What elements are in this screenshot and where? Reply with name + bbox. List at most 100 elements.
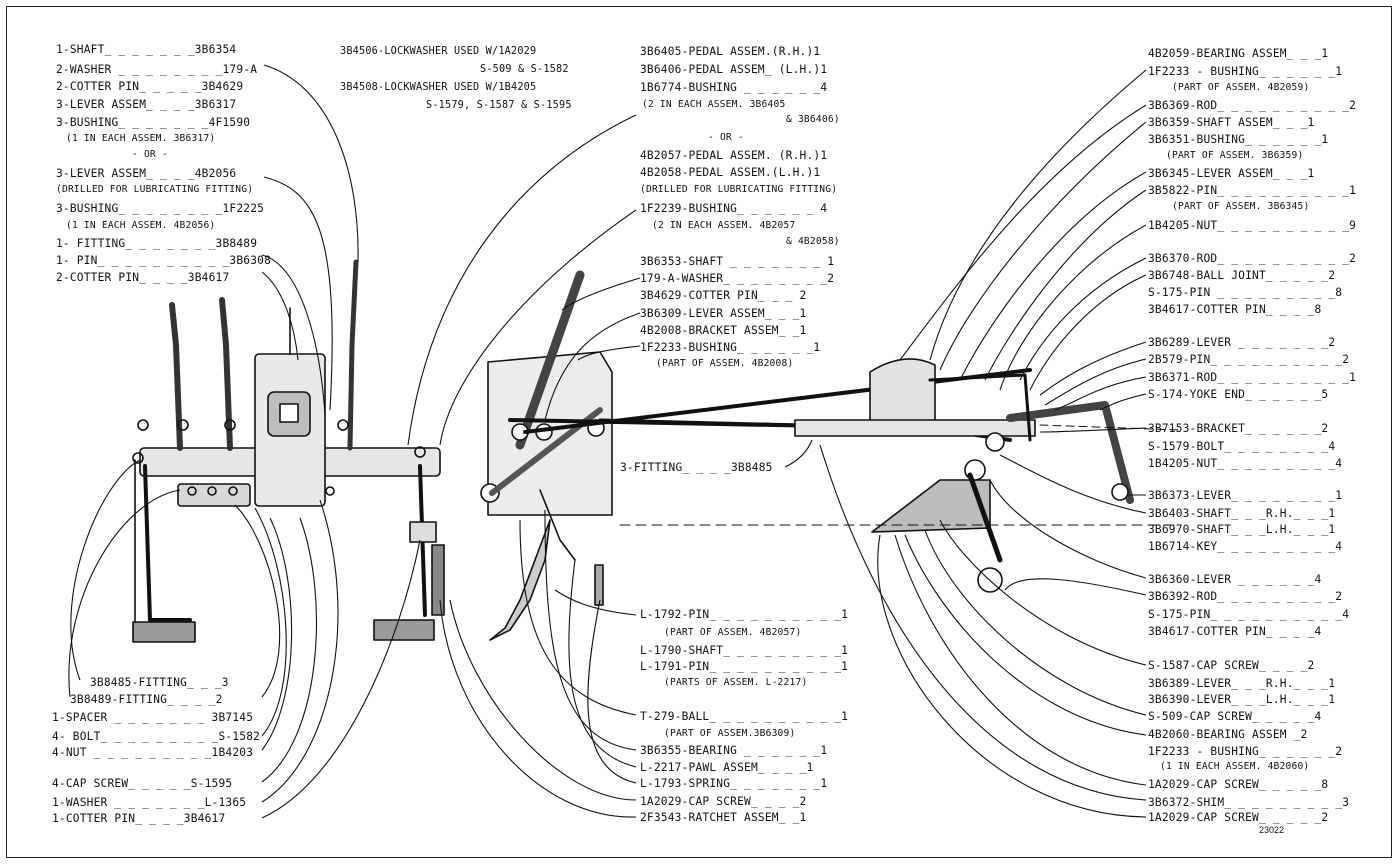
right-cross-shaft-assembly [619, 358, 1181, 593]
callout-center-mid: 1F2233-BUSHING_ _ _ _ _ _1 [640, 341, 821, 354]
callout-center-top: - OR - [708, 132, 744, 143]
callout-right: 1B4205-NUT_ _ _ _ _ _ _ _ _ _9 [1148, 219, 1357, 232]
callout-center-top: (DRILLED FOR LUBRICATING FITTING) [640, 184, 838, 195]
callout-right: 3B6389-LEVER_ _ _R.H._ _ _1 [1148, 677, 1336, 690]
lockwasher-note-2: S-509 & S-1582 [480, 64, 569, 75]
callout-left-bottom: 1-SPACER _ _ _ _ _ _ _ 3B7145 [52, 711, 254, 724]
callout-right: 3B4617-COTTER PIN_ _ _ _8 [1148, 303, 1322, 316]
callout-center-top: 4B2057-PEDAL ASSEM. (R.H.)1 [640, 149, 828, 162]
callout-center-top: 1F2239-BUSHING_ _ _ _ _ _ 4 [640, 202, 828, 215]
callout-center-bottom: L-1791-PIN_ _ _ _ _ _ _ _ _ _1 [640, 660, 849, 673]
callout-right: S-509-CAP SCREW_ _ _ _ _4 [1148, 710, 1322, 723]
callout-center-bottom: (PARTS OF ASSEM. L-2217) [664, 677, 808, 688]
callout-left-top: 2-COTTER PIN_ _ _ _ _3B4629 [56, 80, 244, 93]
callout-left-top: 3-LEVER ASSEM_ _ _ _3B6317 [56, 98, 237, 111]
callout-right: (PART OF ASSEM. 3B6359) [1166, 150, 1304, 161]
callout-center-top: 4B2058-PEDAL ASSEM.(L.H.)1 [640, 166, 821, 179]
callout-right: 3B6289-LEVER _ _ _ _ _ _ _2 [1148, 336, 1336, 349]
callout-left-top: (1 IN EACH ASSEM. 4B2056) [66, 220, 216, 231]
callout-center-bottom: 1A2029-CAP SCREW_ _ _ _2 [640, 795, 807, 808]
callout-right: 3B6370-ROD_ _ _ _ _ _ _ _ _ _2 [1148, 252, 1357, 265]
center-lever-assembly [480, 270, 1032, 641]
callout-center-bottom: L-1790-SHAFT_ _ _ _ _ _ _ _ _1 [640, 644, 849, 657]
callout-center-top: 3B6406-PEDAL ASSEM_ (L.H.)1 [640, 63, 828, 76]
callout-left-bottom: 1-COTTER PIN_ _ _ _3B4617 [52, 812, 226, 825]
callout-right: 3B6392-ROD_ _ _ _ _ _ _ _ _2 [1148, 590, 1343, 603]
callout-center-top: 1B6774-BUSHING _ _ _ _ _ _4 [640, 81, 828, 94]
lockwasher-note-4: S-1579, S-1587 & S-1595 [426, 100, 572, 111]
callout-left-bottom: 3B8485-FITTING_ _ _3 [90, 676, 229, 689]
callout-center-bottom: 2F3543-RATCHET ASSEM_ _1 [640, 811, 807, 824]
callout-right: 3B6403-SHAFT_ _ _R.H._ _ _1 [1148, 507, 1336, 520]
callout-right: 4B2060-BEARING ASSEM _2 [1148, 728, 1308, 741]
callout-center-bottom: L-1792-PIN_ _ _ _ _ _ _ _ _ _1 [640, 608, 849, 621]
callout-left-top: 3-BUSHING_ _ _ _ _ _ _4F1590 [56, 116, 251, 129]
callout-center-top: 3B6405-PEDAL ASSEM.(R.H.)1 [640, 45, 821, 58]
callout-left-top: 3-LEVER ASSEM_ _ _ _4B2056 [56, 167, 237, 180]
callout-center-top: (2 IN EACH ASSEM. 4B2057 [652, 220, 796, 231]
callout-right: 1A2029-CAP SCREW_ _ _ _ _8 [1148, 778, 1329, 791]
callout-left-bottom: 4- BOLT_ _ _ _ _ _ _ _ _S-1582 [52, 730, 261, 743]
diagram-border [6, 6, 1392, 858]
callout-center-top: (2 IN EACH ASSEM. 3B6405 [642, 99, 786, 110]
callout-right: 3B6345-LEVER ASSEM_ _ _1 [1148, 167, 1315, 180]
callout-right: S-1579-BOLT_ _ _ _ _ _ _ _4 [1148, 440, 1336, 453]
lockwasher-note-3: 3B4508-LOCKWASHER USED W/1B4205 [340, 82, 537, 93]
callout-right: 1A2029-CAP SCREW_ _ _ _ _2 [1148, 811, 1329, 824]
callout-center-bottom: L-1793-SPRING_ _ _ _ _ _ _1 [640, 777, 828, 790]
callout-right: S-174-YOKE END_ _ _ _ _ _5 [1148, 388, 1329, 401]
callout-right: 3B7153-BRACKET_ _ _ _ _ _2 [1148, 422, 1329, 435]
callout-right: 1B4205-NUT_ _ _ _ _ _ _ _ _4 [1148, 457, 1343, 470]
callout-center-bottom: (PART OF ASSEM. 4B2057) [664, 627, 802, 638]
callout-right: (1 IN EACH ASSEM. 4B2060) [1160, 761, 1310, 772]
callout-right: 3B6359-SHAFT ASSEM_ _ _1 [1148, 116, 1315, 129]
callout-right: 3B6373-LEVER_ _ _ _ _ _ _ _1 [1148, 489, 1343, 502]
callout-center-top: & 3B6406) [786, 114, 840, 125]
callout-right: 4B2059-BEARING ASSEM_ _ _1 [1148, 47, 1329, 60]
callout-right: 3B6369-ROD_ _ _ _ _ _ _ _ _ _2 [1148, 99, 1357, 112]
leader-lines [68, 64, 1147, 819]
callout-right: (PART OF ASSEM. 3B6345) [1172, 201, 1310, 212]
callout-left-bottom: 4-NUT _ _ _ _ _ _ _ _ _1B4203 [52, 746, 254, 759]
figure-number: 23022 [1259, 825, 1285, 835]
callout-left-top: 2-COTTER PIN_ _ _ _3B4617 [56, 271, 230, 284]
callout-right: 3B6371-ROD_ _ _ _ _ _ _ _ _ _1 [1148, 371, 1357, 384]
callout-center-mid: 3B6309-LEVER ASSEM_ _ _1 [640, 307, 807, 320]
callout-right: 1F2233 - BUSHING_ _ _ _ _ _1 [1148, 65, 1343, 78]
callout-left-top: (1 IN EACH ASSEM. 3B6317) [66, 133, 216, 144]
callout-left-top: (DRILLED FOR LUBRICATING FITTING) [56, 184, 254, 195]
callout-left-bottom: 4-CAP SCREW_ _ _ _ _S-1595 [52, 777, 233, 790]
callout-center-bottom: L-2217-PAWL ASSEM_ _ _ _1 [640, 761, 814, 774]
callout-center-bottom: T-279-BALL_ _ _ _ _ _ _ _ _ _1 [640, 710, 849, 723]
callout-right: 3B6390-LEVER_ _ _L.H._ _ _1 [1148, 693, 1336, 706]
callout-right: 3B6360-LEVER _ _ _ _ _ _4 [1148, 573, 1322, 586]
callout-left-top: 3-BUSHING_ _ _ _ _ _ _ _1F2225 [56, 202, 265, 215]
callout-right: 3B6351-BUSHING_ _ _ _ _ _1 [1148, 133, 1329, 146]
callout-center-mid: 3B6353-SHAFT _ _ _ _ _ _ _ 1 [640, 255, 835, 268]
callout-fitting: 3-FITTING_ _ _ _3B8485 [620, 461, 773, 474]
callout-center-mid: 179-A-WASHER_ _ _ _ _ _ _ _2 [640, 272, 835, 285]
callout-right: S-1587-CAP SCREW_ _ _ _2 [1148, 659, 1315, 672]
callout-center-mid: 3B4629-COTTER PIN_ _ _ 2 [640, 289, 807, 302]
callout-right: 3B5822-PIN_ _ _ _ _ _ _ _ _ _1 [1148, 184, 1357, 197]
callout-left-top: 2-WASHER _ _ _ _ _ _ _ _179-A [56, 63, 258, 76]
callout-left-bottom: 1-WASHER _ _ _ _ _ _ _L-1365 [52, 796, 247, 809]
callout-right: S-175-PIN _ _ _ _ _ _ _ _ _8 [1148, 286, 1343, 299]
callout-right: 3B6970-SHAFT_ _ _L.H._ _ _1 [1148, 523, 1336, 536]
left-pedal-assembly [132, 259, 445, 643]
callout-right: 3B6372-SHIM_ _ _ _ _ _ _ _ _3 [1148, 796, 1350, 809]
callout-center-bottom: (PART OF ASSEM.3B6309) [664, 728, 796, 739]
lockwasher-note-1: 3B4506-LOCKWASHER USED W/1A2029 [340, 46, 537, 57]
callout-right: 3B6748-BALL JOINT_ _ _ _ _2 [1148, 269, 1336, 282]
callout-center-bottom: 3B6355-BEARING _ _ _ _ _ _1 [640, 744, 828, 757]
callout-right: 3B4617-COTTER PIN_ _ _ _4 [1148, 625, 1322, 638]
callout-right: S-175-PIN_ _ _ _ _ _ _ _ _ _4 [1148, 608, 1350, 621]
callout-center-mid: 4B2008-BRACKET ASSEM_ _1 [640, 324, 807, 337]
callout-right: (PART OF ASSEM. 4B2059) [1172, 82, 1310, 93]
callout-left-bottom: 3B8489-FITTING_ _ _ _2 [70, 693, 223, 706]
callout-left-top: 1-SHAFT_ _ _ _ _ _ _3B6354 [56, 43, 237, 56]
callout-left-top: - OR - [132, 149, 168, 160]
callout-center-top: & 4B2058) [786, 236, 840, 247]
